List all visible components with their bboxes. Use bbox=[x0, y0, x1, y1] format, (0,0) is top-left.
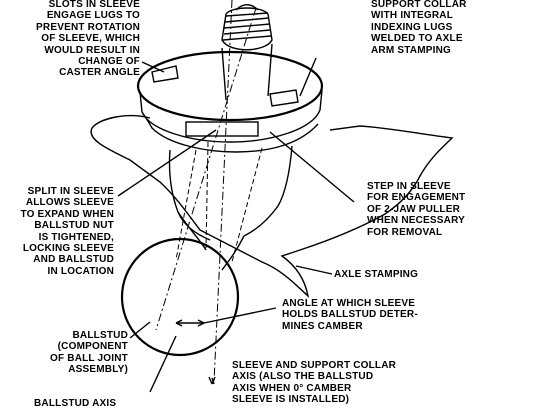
label-step-in-sleeve: STEP IN SLEEVE FOR ENGAGEMENT OF 2-JAW P… bbox=[367, 181, 466, 238]
label-slots-in-sleeve: SLOTS IN SLEEVE ENGAGE LUGS TO PREVENT R… bbox=[36, 0, 140, 79]
label-camber-angle: ANGLE AT WHICH SLEEVE HOLDS BALLSTUD DET… bbox=[282, 298, 418, 332]
label-ballstud-axis: BALLSTUD AXIS bbox=[34, 398, 117, 409]
label-support-collar: SUPPORT COLLAR WITH INTEGRAL INDEXING LU… bbox=[371, 0, 467, 56]
ballstud-axis bbox=[155, 7, 257, 331]
collar-slot-left bbox=[151, 65, 179, 83]
ballstud-ball bbox=[120, 237, 240, 357]
label-axle-stamping: AXLE STAMPING bbox=[334, 269, 419, 280]
collar-slot-right bbox=[269, 89, 299, 107]
leader-split bbox=[117, 129, 217, 197]
leader-collar bbox=[299, 57, 317, 97]
ballstud-thread bbox=[221, 7, 273, 51]
label-sleeve-collar-axis: SLEEVE AND SUPPORT COLLAR AXIS (ALSO THE… bbox=[232, 360, 397, 406]
leader-ballstud bbox=[129, 321, 151, 339]
indexing-lug bbox=[185, 121, 259, 137]
leader-slots bbox=[141, 61, 165, 73]
leader-axle bbox=[295, 265, 333, 275]
leader-angle bbox=[203, 307, 277, 324]
support-collar-top bbox=[136, 50, 324, 122]
axle-stamping-outline bbox=[90, 114, 454, 298]
label-split-in-sleeve: SPLIT IN SLEEVE ALLOWS SLEEVE TO EXPAND … bbox=[20, 186, 114, 277]
label-ballstud: BALLSTUD (COMPONENT OF BALL JOINT ASSEMB… bbox=[50, 330, 128, 376]
leader-ballstud-axis bbox=[149, 335, 177, 393]
leader-step bbox=[269, 131, 355, 203]
